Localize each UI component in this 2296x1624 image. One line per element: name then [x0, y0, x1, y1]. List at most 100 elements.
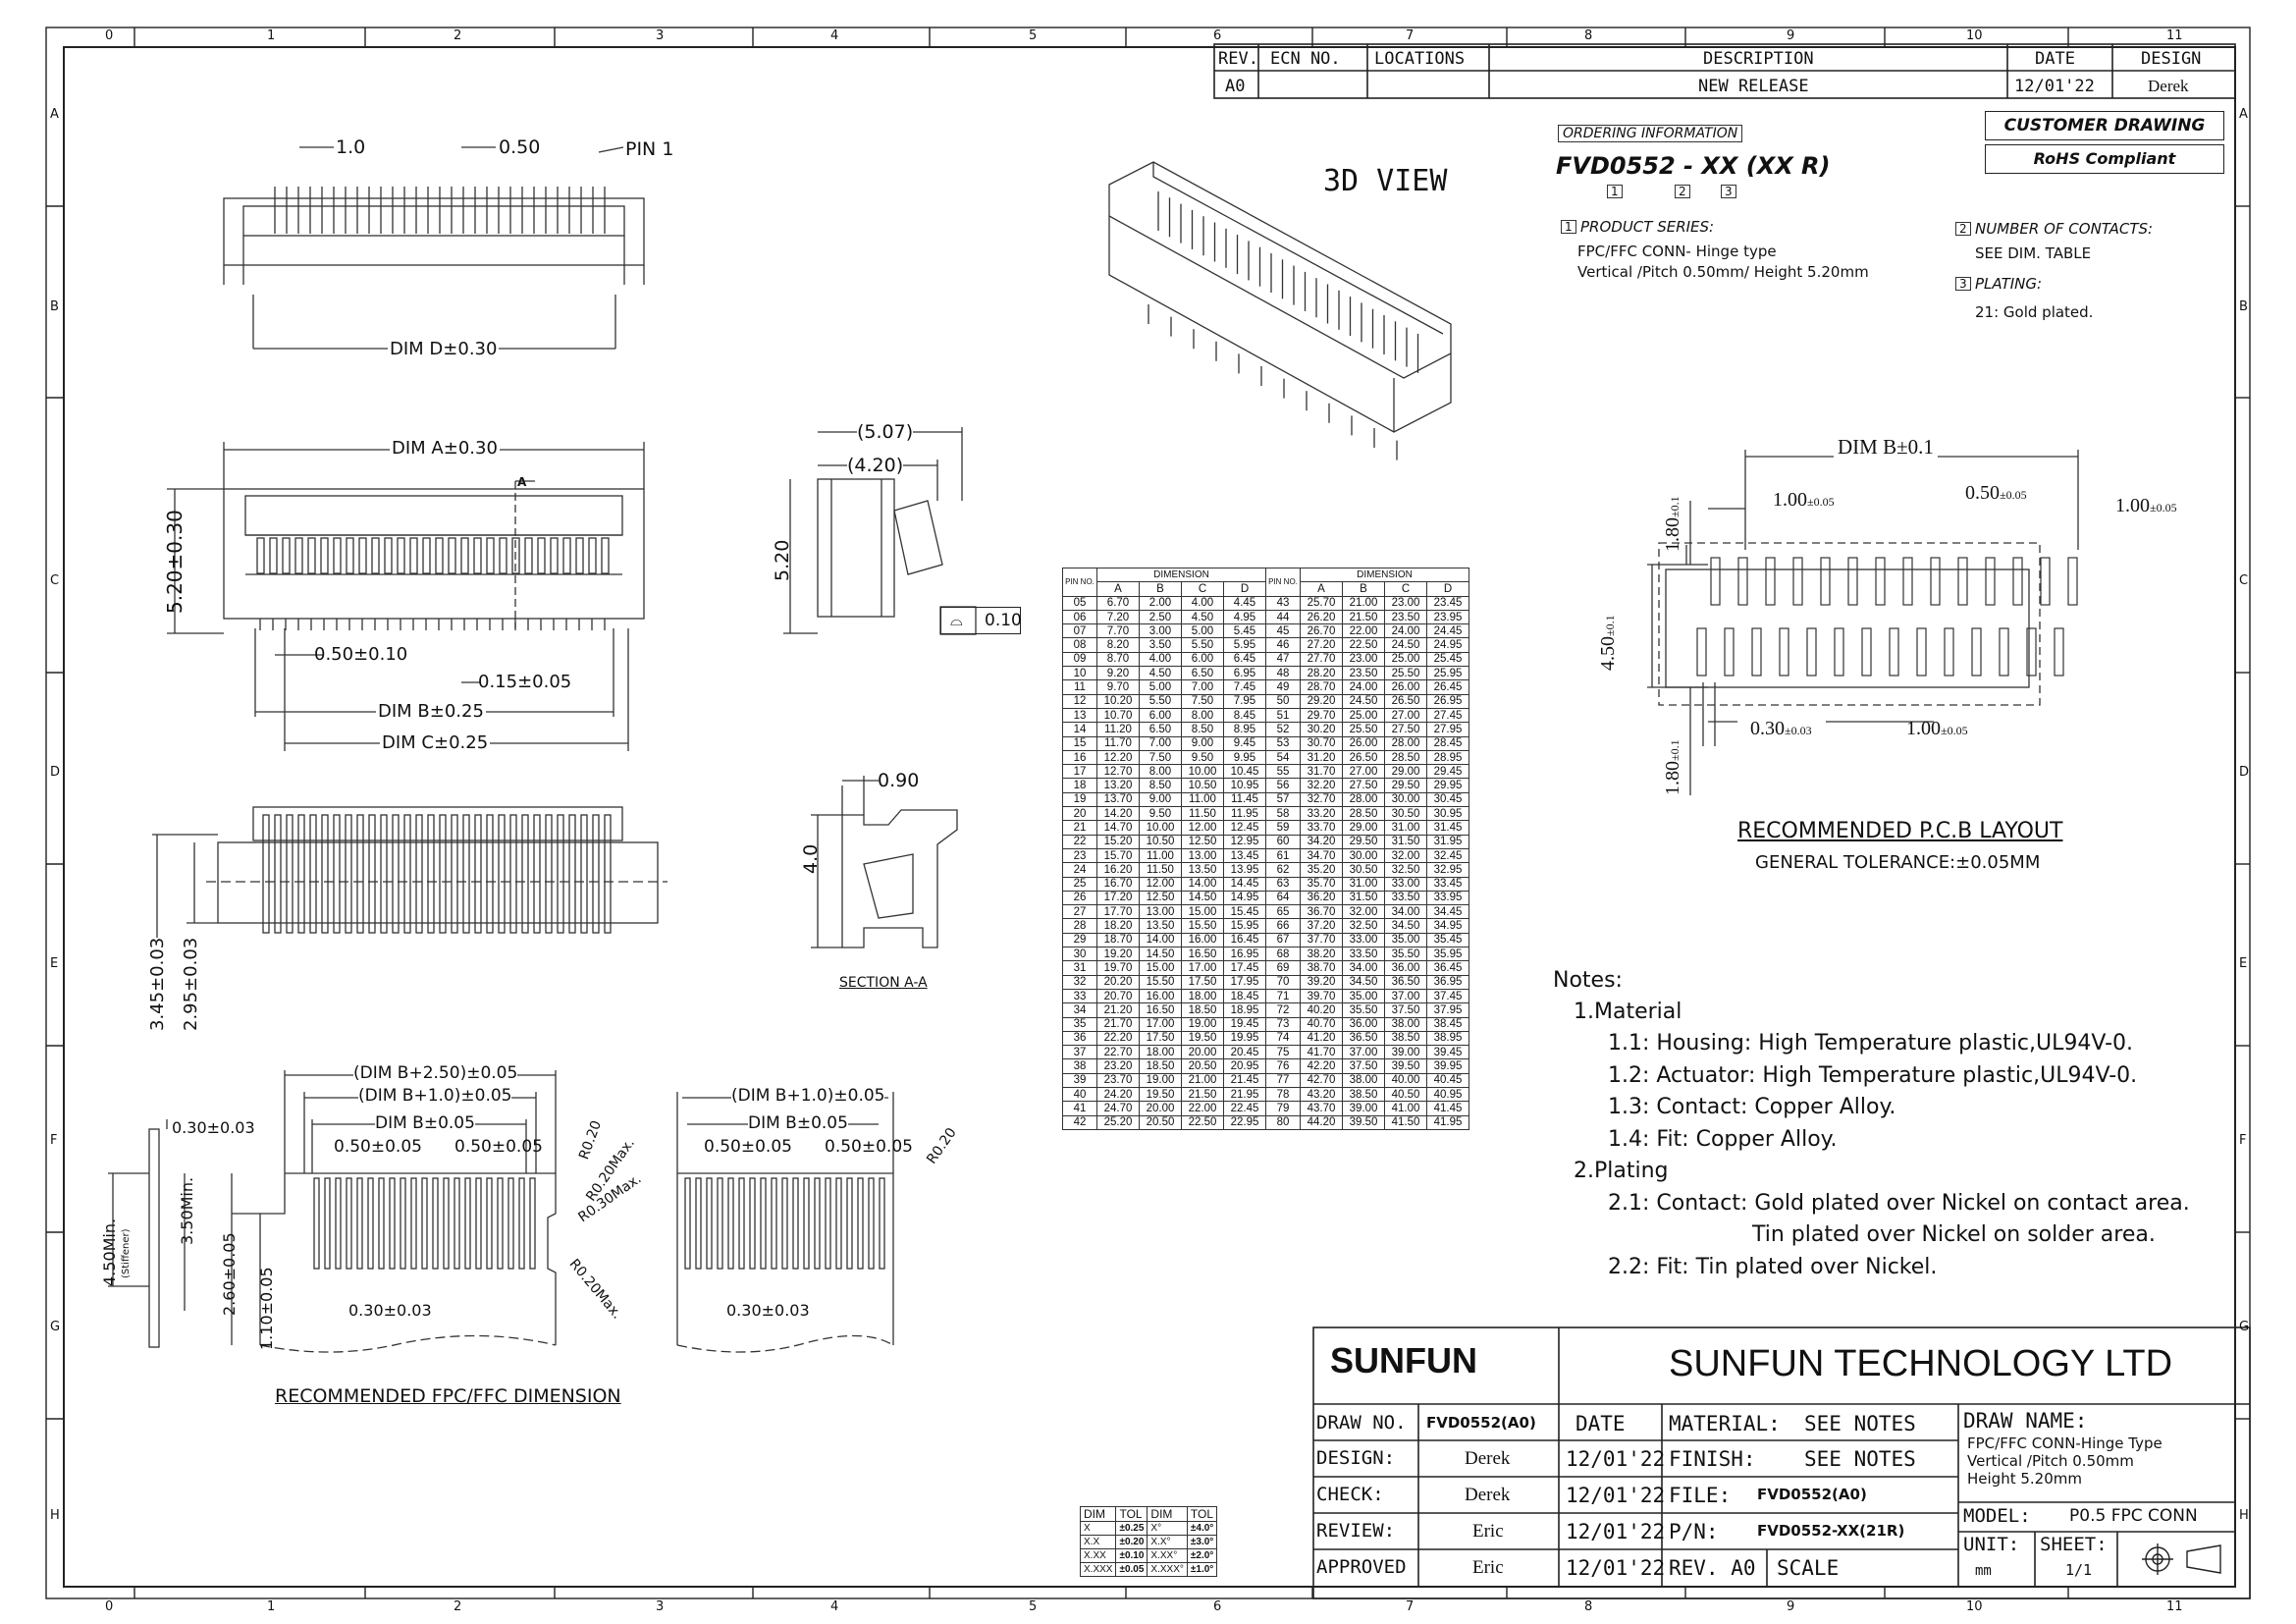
fpc-thickness: 0.30±0.03: [172, 1118, 255, 1137]
pcb-pitch-2: 0.50±0.05: [1965, 483, 2027, 503]
dim-value-cell: 34.20: [1300, 834, 1343, 849]
pcb-width-2-value: 1.00: [1906, 718, 1941, 739]
dim-value-cell: 7.45: [1223, 679, 1266, 695]
dim-value-cell: 41.70: [1300, 1045, 1343, 1060]
drawing-rect: [1861, 627, 1872, 677]
drawing-rect: [356, 814, 364, 934]
dim-value-cell: 14.00: [1181, 876, 1224, 892]
drawing-rect: [2012, 557, 2023, 606]
fpc-stiffener: (Stiffener): [121, 1228, 132, 1279]
drawing-rect: [749, 1177, 756, 1270]
side-height: 5.20: [772, 539, 793, 581]
dim-value-cell: 22.00: [1181, 1101, 1224, 1116]
drawing-rect: [1971, 627, 1982, 677]
dim-pin-cell: 20: [1062, 806, 1097, 822]
dim-pin-cell: 31: [1062, 960, 1097, 976]
tol-cell: X.X°: [1147, 1535, 1188, 1549]
notes-line-3: 1.2: Actuator: High Temperature plastic,…: [1608, 1063, 2138, 1088]
dim-value-cell: 38.00: [1342, 1072, 1385, 1088]
notes-line-9: 2.2: Fit: Tin plated over Nickel.: [1608, 1255, 1938, 1279]
drawing-rect: [371, 537, 380, 574]
dim-value-cell: 27.20: [1300, 637, 1343, 653]
dim-value-cell: 10.00: [1139, 820, 1182, 836]
drawing-rect: [499, 537, 507, 574]
dim-value-cell: 34.00: [1384, 904, 1427, 920]
dim-value-cell: 23.00: [1342, 651, 1385, 668]
tol-cell: X.XXX: [1079, 1562, 1117, 1577]
front-height-label: 5.20±0.30: [163, 510, 187, 614]
dim-value-cell: 10.45: [1223, 764, 1266, 780]
fpc-pitch-2: 0.50±0.05: [454, 1137, 543, 1157]
drawing-rect: [368, 814, 376, 934]
drawing-rect: [410, 1177, 417, 1270]
drawing-rect: [524, 537, 533, 574]
dim-pin-cell: 18: [1062, 778, 1097, 793]
dim-value-cell: 32.45: [1426, 847, 1469, 864]
customer-drawing-badge: CUSTOMER DRAWING: [1985, 111, 2224, 140]
dim-value-cell: 8.50: [1139, 778, 1182, 793]
drawing-rect: [781, 1177, 788, 1270]
dim-value-cell: 10.70: [1096, 707, 1140, 724]
dim-d-label: DIM D±0.30: [388, 339, 500, 359]
dim-col-header: B: [1139, 581, 1182, 597]
tol-cell: ±2.0°: [1186, 1548, 1218, 1563]
dim-pin-cell: 30: [1062, 947, 1097, 962]
drawing-rect: [706, 1177, 713, 1270]
pin1-label: PIN 1: [625, 138, 674, 160]
drawing-rect: [1985, 557, 1996, 606]
dim-pin-cell: 71: [1265, 988, 1301, 1004]
finish-value: SEE NOTES: [1804, 1447, 1916, 1471]
dim-value-cell: 24.20: [1096, 1086, 1140, 1103]
dim-value-cell: 33.95: [1426, 890, 1469, 906]
dim-value-cell: 28.20: [1300, 666, 1343, 681]
drawing-rect: [727, 1177, 734, 1270]
dim-value-cell: 25.00: [1342, 707, 1385, 724]
dim-value-cell: 8.00: [1181, 707, 1224, 724]
dim-value-cell: 37.50: [1342, 1058, 1385, 1074]
dim-value-cell: 16.00: [1181, 932, 1224, 948]
dim-value-cell: 23.20: [1096, 1058, 1140, 1074]
pcb-layout-drawing: [1647, 450, 2079, 795]
section-drawing: [811, 776, 958, 948]
dim-value-cell: 15.00: [1181, 904, 1224, 920]
notes-line-8: Tin plated over Nickel on solder area.: [1752, 1222, 2156, 1247]
dim-value-cell: 43.70: [1300, 1101, 1343, 1116]
dim-value-cell: 14.00: [1139, 932, 1182, 948]
dim-pin-cell: 08: [1062, 637, 1097, 653]
pcb-height-2: 4.50±0.1: [1597, 615, 1619, 671]
dim-value-cell: 17.20: [1096, 890, 1140, 906]
dim-pin-cell: 44: [1265, 609, 1301, 625]
drawing-rect: [568, 814, 576, 934]
pcb-pitch-2-tol: ±0.05: [2000, 488, 2027, 502]
review-value: Eric: [1472, 1521, 1504, 1542]
dim-value-cell: 22.95: [1223, 1114, 1266, 1130]
drawing-rect: [274, 814, 282, 934]
dim-value-cell: 23.50: [1342, 666, 1385, 681]
frame-column-label: 11: [2166, 1599, 2183, 1614]
dim-value-cell: 29.70: [1300, 707, 1343, 724]
dim-value-cell: 15.50: [1139, 974, 1182, 990]
dim-value-cell: 26.45: [1426, 679, 1469, 695]
frame-row-label: A: [50, 107, 59, 122]
approved-date: 12/01'22: [1566, 1556, 1666, 1580]
dim-pin-cell: 27: [1062, 904, 1097, 920]
dim-a-label: DIM A±0.30: [390, 438, 500, 459]
section-label: SECTION A-A: [839, 975, 928, 991]
dim-pin-cell: 37: [1062, 1045, 1097, 1060]
dim-value-cell: 37.20: [1300, 918, 1343, 934]
drawing-rect: [345, 814, 352, 934]
dim-value-cell: 36.50: [1342, 1030, 1385, 1047]
drawing-rect: [562, 537, 571, 574]
dim-value-cell: 31.20: [1300, 749, 1343, 766]
dim-pin-cell: 55: [1265, 764, 1301, 780]
dim-pin-cell: 35: [1062, 1016, 1097, 1032]
dim-value-cell: 11.70: [1096, 735, 1140, 751]
dim-value-cell: 33.00: [1342, 932, 1385, 948]
tol-cell: X: [1079, 1521, 1117, 1536]
dim-value-cell: 19.00: [1181, 1016, 1224, 1032]
